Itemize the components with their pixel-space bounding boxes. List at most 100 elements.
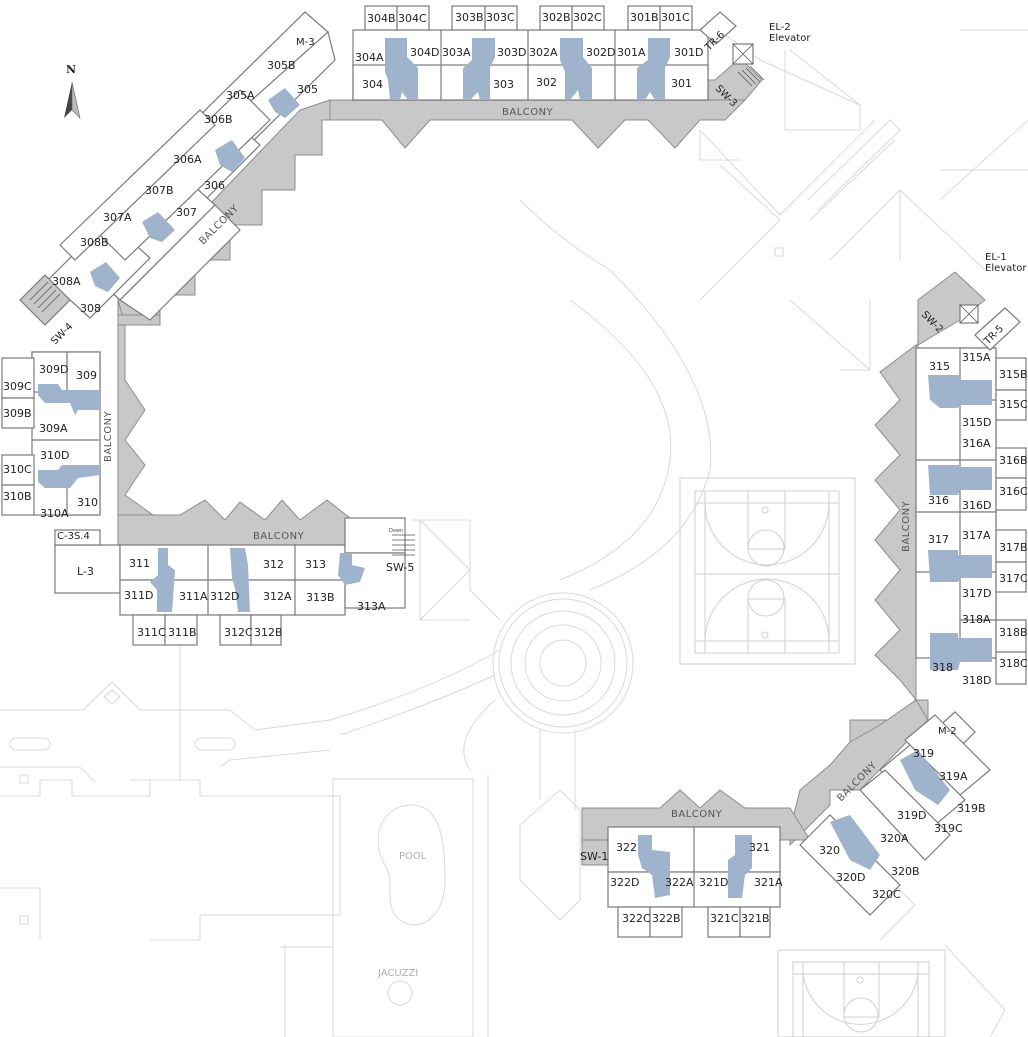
room-322[interactable]: 322 <box>616 841 637 854</box>
room-306[interactable]: 306 <box>204 179 225 192</box>
room-303c[interactable]: 303C <box>486 11 515 24</box>
room-310[interactable]: 310 <box>77 496 98 509</box>
room-303[interactable]: 303 <box>493 78 514 91</box>
room-318d[interactable]: 318D <box>962 674 992 687</box>
room-321c[interactable]: 321C <box>710 912 739 925</box>
room-315[interactable]: 315 <box>929 360 950 373</box>
room-321a[interactable]: 321A <box>754 876 783 889</box>
room-307a[interactable]: 307A <box>103 211 132 224</box>
room-306a[interactable]: 306A <box>173 153 202 166</box>
room-318a[interactable]: 318A <box>962 613 991 626</box>
room-303d[interactable]: 303D <box>497 46 527 59</box>
room-307[interactable]: 307 <box>176 206 197 219</box>
room-319a[interactable]: 319A <box>939 770 968 783</box>
room-322b[interactable]: 322B <box>652 912 681 925</box>
room-310b[interactable]: 310B <box>3 490 32 503</box>
room-304c[interactable]: 304C <box>398 12 427 25</box>
room-320a[interactable]: 320A <box>880 832 909 845</box>
label-sw1: SW-1 <box>580 850 609 863</box>
room-312d[interactable]: 312D <box>210 590 240 603</box>
room-304b[interactable]: 304B <box>367 12 396 25</box>
label-tr6: TR-6 <box>703 29 728 54</box>
room-309c[interactable]: 309C <box>3 380 32 393</box>
room-301b[interactable]: 301B <box>630 11 659 24</box>
room-306b[interactable]: 306B <box>204 113 233 126</box>
room-310a[interactable]: 310A <box>40 507 69 520</box>
room-310c[interactable]: 310C <box>3 463 32 476</box>
room-317a[interactable]: 317A <box>962 529 991 542</box>
room-322d[interactable]: 322D <box>610 876 640 889</box>
room-316c[interactable]: 316C <box>999 485 1028 498</box>
room-318[interactable]: 318 <box>932 661 953 674</box>
room-305[interactable]: 305 <box>297 83 318 96</box>
room-315b[interactable]: 315B <box>999 368 1028 381</box>
room-311a[interactable]: 311A <box>179 590 208 603</box>
room-316a[interactable]: 316A <box>962 437 991 450</box>
room-315a[interactable]: 315A <box>962 351 991 364</box>
label-l3: L-3 <box>77 565 94 578</box>
room-301c[interactable]: 301C <box>661 11 690 24</box>
room-312[interactable]: 312 <box>263 558 284 571</box>
room-311b[interactable]: 311B <box>168 626 197 639</box>
room-305b[interactable]: 305B <box>267 59 296 72</box>
room-317[interactable]: 317 <box>928 533 949 546</box>
room-305a[interactable]: 305A <box>226 89 255 102</box>
room-319c[interactable]: 319C <box>934 822 963 835</box>
room-317b[interactable]: 317B <box>999 541 1028 554</box>
room-312a[interactable]: 312A <box>263 590 292 603</box>
room-322a[interactable]: 322A <box>665 876 694 889</box>
room-319[interactable]: 319 <box>913 747 934 760</box>
room-322c[interactable]: 322C <box>622 912 651 925</box>
room-317d[interactable]: 317D <box>962 587 992 600</box>
room-309[interactable]: 309 <box>76 369 97 382</box>
room-302c[interactable]: 302C <box>573 11 602 24</box>
room-307b[interactable]: 307B <box>145 184 174 197</box>
room-308a[interactable]: 308A <box>52 275 81 288</box>
room-315d[interactable]: 315D <box>962 416 992 429</box>
room-321d[interactable]: 321D <box>699 876 729 889</box>
room-308b[interactable]: 308B <box>80 236 109 249</box>
room-302a[interactable]: 302A <box>529 46 558 59</box>
room-320c[interactable]: 320C <box>872 888 901 901</box>
room-310d[interactable]: 310D <box>40 449 70 462</box>
room-320[interactable]: 320 <box>819 844 840 857</box>
room-318c[interactable]: 318C <box>999 657 1028 670</box>
room-313a[interactable]: 313A <box>357 600 386 613</box>
room-301[interactable]: 301 <box>671 77 692 90</box>
room-303a[interactable]: 303A <box>442 46 471 59</box>
room-304a[interactable]: 304A <box>355 51 384 64</box>
room-301d[interactable]: 301D <box>674 46 704 59</box>
room-313b[interactable]: 313B <box>306 591 335 604</box>
room-308[interactable]: 308 <box>80 302 101 315</box>
room-303b[interactable]: 303B <box>455 11 484 24</box>
room-304[interactable]: 304 <box>362 78 383 91</box>
room-311c[interactable]: 311C <box>137 626 166 639</box>
room-318b[interactable]: 318B <box>999 626 1028 639</box>
room-302b[interactable]: 302B <box>542 11 571 24</box>
room-309b[interactable]: 309B <box>3 407 32 420</box>
room-309d[interactable]: 309D <box>39 363 69 376</box>
room-316b[interactable]: 316B <box>999 454 1028 467</box>
room-313[interactable]: 313 <box>305 558 326 571</box>
room-311[interactable]: 311 <box>129 557 150 570</box>
room-319d[interactable]: 319D <box>897 809 927 822</box>
wing-east <box>915 304 1027 685</box>
room-312c[interactable]: 312C <box>224 626 253 639</box>
room-302d[interactable]: 302D <box>586 46 616 59</box>
room-317c[interactable]: 317C <box>999 572 1028 585</box>
room-316d[interactable]: 316D <box>962 499 992 512</box>
room-304d[interactable]: 304D <box>410 46 440 59</box>
room-315c[interactable]: 315C <box>999 398 1028 411</box>
room-309a[interactable]: 309A <box>39 422 68 435</box>
room-301a[interactable]: 301A <box>617 46 646 59</box>
label-el1: EL-1 <box>985 252 1007 263</box>
room-319b[interactable]: 319B <box>957 802 986 815</box>
room-321[interactable]: 321 <box>749 841 770 854</box>
room-316[interactable]: 316 <box>928 494 949 507</box>
room-302[interactable]: 302 <box>536 76 557 89</box>
room-320b[interactable]: 320B <box>891 865 920 878</box>
room-320d[interactable]: 320D <box>836 871 866 884</box>
room-321b[interactable]: 321B <box>741 912 770 925</box>
room-312b[interactable]: 312B <box>254 626 283 639</box>
room-311d[interactable]: 311D <box>124 589 154 602</box>
